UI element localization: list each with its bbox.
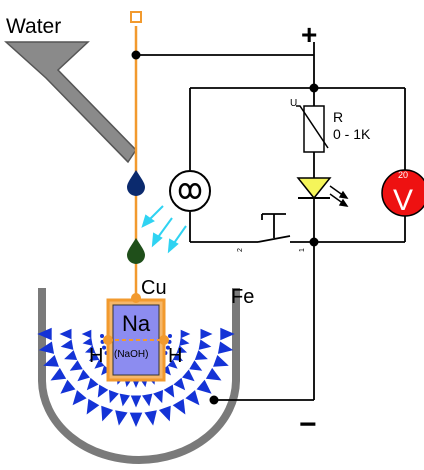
voltmeter-icon	[381, 169, 424, 217]
led-icon	[296, 177, 349, 207]
hydrogen-bubble-arrow	[94, 359, 105, 369]
hydrogen-bubble-arrow	[220, 327, 235, 341]
hydrogen-bubble-arrow	[69, 360, 83, 371]
spark-arrows-icon	[141, 205, 187, 254]
resistor-name-label: R	[333, 109, 343, 125]
hydrogen-bubble-arrow	[115, 410, 128, 426]
copper-label: Cu	[141, 277, 167, 299]
water-drop-icon	[127, 238, 145, 264]
junction-dot	[309, 237, 319, 247]
hydrogen-label-right: H	[168, 345, 182, 367]
iron-label: Fe	[231, 286, 254, 308]
hydrogen-bubble-arrow	[180, 329, 191, 339]
positive-terminal-label: +	[301, 19, 317, 50]
hydrogen-bubble-arrow	[37, 327, 52, 341]
hydrogen-bubble-dot	[102, 345, 107, 350]
hydrogen-bubble-arrow	[59, 328, 72, 340]
switch-pin-left: 2	[237, 248, 244, 252]
hydrogen-bubble-arrow	[189, 360, 203, 371]
hydrogen-bubble-arrow	[217, 341, 234, 354]
hydrogen-bubble-arrow	[213, 354, 229, 367]
hydrogen-bubble-arrow	[179, 337, 190, 346]
junction-dot	[309, 83, 319, 93]
sodium-label: Na	[122, 311, 151, 336]
hydrogen-bubble-arrow	[172, 398, 186, 415]
hydrogen-bubble-arrow	[88, 352, 100, 361]
circuit-wires	[136, 42, 406, 401]
hydrogen-bubble-dot	[100, 334, 104, 338]
hydrogen-bubble-arrow	[185, 390, 200, 406]
hydrogen-bubble-arrow	[196, 379, 212, 394]
copper-contact-dot	[131, 293, 141, 303]
hydrogen-bubble-arrow	[82, 337, 93, 346]
hydrogen-bubble-arrow	[81, 329, 92, 339]
hydrogen-bubbles	[37, 327, 235, 427]
hydrogen-bubble-dot	[168, 334, 172, 338]
hydrogen-bubble-arrow	[205, 367, 222, 381]
hydrogen-bubble-arrow	[97, 384, 109, 398]
hydrogen-bubble-arrow	[119, 393, 130, 407]
voltmeter-symbol: V	[393, 184, 413, 217]
hydrogen-bubble-arrow	[60, 339, 74, 350]
push-switch-icon	[257, 213, 291, 243]
naoh-label: (NaOH)	[114, 349, 148, 360]
hydrogen-bubble-arrow	[200, 328, 213, 340]
hydrogen-bubble-arrow	[161, 365, 171, 376]
hydrogen-bubble-arrow	[38, 341, 55, 354]
hydrogen-bubble-arrow	[50, 367, 67, 381]
hydrogen-bubble-arrow	[173, 377, 186, 391]
voltmeter-reading: 20	[398, 170, 408, 180]
hydrogen-bubble-arrow	[60, 379, 76, 394]
hydrogen-bubble-arrow	[129, 412, 143, 427]
junction-dot	[209, 395, 219, 405]
hydrogen-bubble-arrow	[198, 339, 212, 350]
hydrogen-bubble-arrow	[77, 369, 90, 382]
hydrogen-bubble-arrow	[172, 352, 184, 361]
copper-terminal	[130, 11, 142, 23]
hydrogen-bubble-arrow	[142, 393, 153, 407]
hydrogen-bubble-arrow	[72, 390, 87, 406]
hydrogen-bubble-arrow	[144, 410, 157, 426]
hydrogen-bubble-arrow	[109, 389, 119, 404]
hydrogen-bubble-arrow	[176, 345, 188, 354]
hydrogen-bubble-arrow	[86, 398, 100, 415]
resistor-range-label: 0 - 1K	[333, 126, 371, 142]
hydrogen-bubble-arrow	[130, 395, 142, 408]
hydrogen-label-left: H	[89, 345, 103, 367]
hydrogen-bubble-arrow	[182, 369, 195, 382]
varistor-tag: U	[290, 98, 297, 109]
junction-dot	[131, 50, 141, 60]
switch-pin-right: 1	[299, 248, 306, 252]
hydrogen-bubble-arrow	[163, 384, 175, 398]
hydrogen-bubble-arrow	[101, 365, 111, 376]
hydrogen-bubble-arrow	[86, 377, 99, 391]
sodium-sample	[103, 298, 169, 382]
water-label: Water	[6, 15, 61, 38]
hydrogen-bubble-arrow	[167, 359, 178, 369]
hydrogen-bubble-arrow	[158, 405, 171, 422]
hydrogen-bubble-arrow	[64, 350, 78, 360]
iron-vessel	[38, 288, 240, 464]
hydrogen-bubble-arrow	[101, 405, 114, 422]
hydrogen-bubble-dot	[165, 345, 170, 350]
negative-terminal-label: −	[299, 408, 317, 441]
oscilloscope-icon	[169, 170, 211, 212]
water-drop-icon	[127, 170, 145, 196]
hydrogen-bubble-arrow	[43, 354, 59, 367]
hydrogen-bubble-arrow	[194, 350, 208, 360]
hydrogen-bubble-arrow	[153, 389, 163, 404]
variable-resistor-icon	[296, 105, 329, 153]
water-funnel	[4, 41, 137, 164]
hydrogen-bubble-arrow	[84, 345, 96, 354]
